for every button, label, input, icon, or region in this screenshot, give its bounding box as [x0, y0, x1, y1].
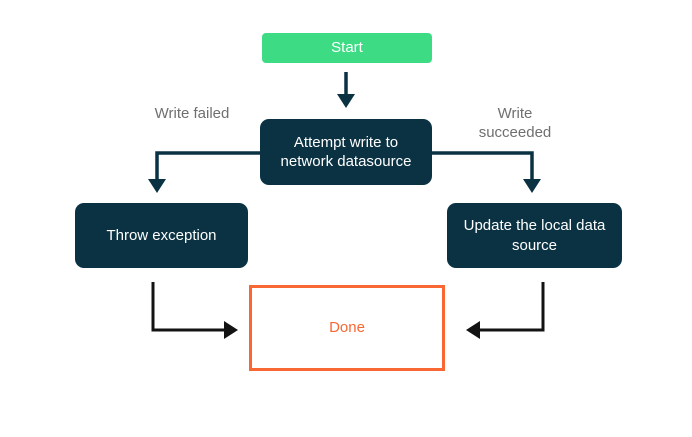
arrow-update-to-done: [466, 282, 545, 339]
arrow-throw-to-done: [151, 282, 238, 339]
arrow-head-down-icon: [523, 179, 541, 193]
node-start: Start: [262, 33, 432, 63]
arrow-head-down-icon: [337, 94, 355, 108]
arrow-start-to-attempt: [337, 72, 355, 108]
edge-label-write-failed: Write failed: [154, 105, 230, 122]
arrow-line: [151, 282, 225, 332]
arrow-attempt-to-update: [432, 151, 541, 193]
arrow-head-down-icon: [148, 179, 166, 193]
edge-label-write-succeeded: Write succeeded: [478, 105, 552, 141]
arrow-head-right-icon: [224, 321, 238, 339]
node-update-local-data: Update the local data source: [447, 203, 622, 268]
node-done: Done: [249, 285, 445, 371]
arrow-line: [155, 151, 260, 181]
arrow-line: [479, 282, 545, 332]
arrow-head-left-icon: [466, 321, 480, 339]
node-throw-exception: Throw exception: [75, 203, 248, 268]
arrow-line: [432, 151, 534, 181]
node-attempt-write: Attempt write to network datasource: [260, 119, 432, 185]
arrow-attempt-to-throw: [148, 151, 260, 193]
